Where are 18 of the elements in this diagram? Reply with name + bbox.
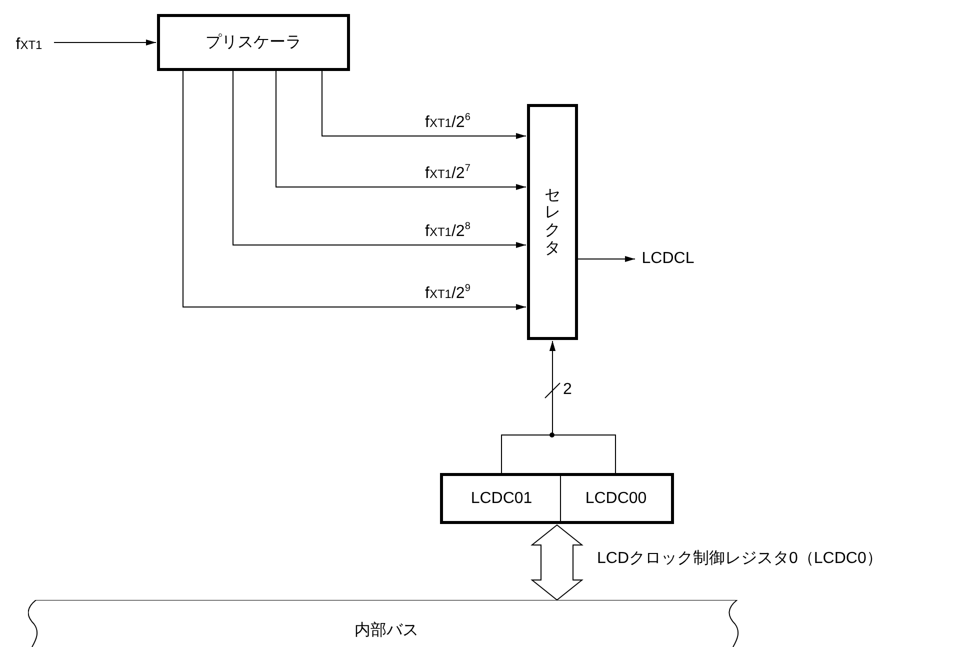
bus-width-label: 2 <box>563 381 572 399</box>
arrow <box>54 40 156 46</box>
bus-name: 内部バス <box>354 620 418 641</box>
signal-name: LCDCL <box>642 250 694 268</box>
block-label: LCDC01 <box>470 490 532 508</box>
block-label: LCDC00 <box>585 490 647 508</box>
register-box <box>440 473 674 524</box>
arrow <box>578 256 636 262</box>
register-name: LCDクロック制御レジスタ0（LCDC0） <box>597 548 882 569</box>
block-box <box>157 14 350 71</box>
arrow <box>232 70 526 248</box>
block-label: プリスケーラ <box>206 32 302 53</box>
arrow <box>276 70 526 190</box>
arrow <box>182 70 526 310</box>
block-label: セレクタ <box>544 186 560 258</box>
bus-access-arrow <box>530 524 584 601</box>
arrow <box>322 70 526 139</box>
block-box <box>527 104 578 340</box>
